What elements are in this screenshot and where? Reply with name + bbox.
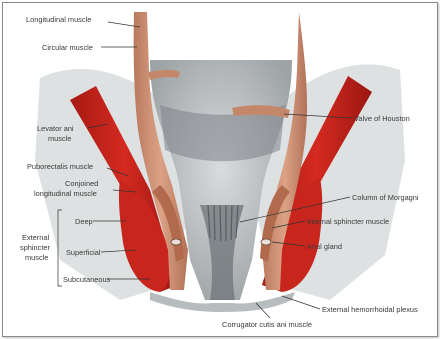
label-column-of-morgagni: Column of Morgagni bbox=[352, 193, 419, 202]
label-external: External bbox=[22, 233, 49, 242]
label-longitudinal-muscle: Longitudinal muscle bbox=[26, 15, 91, 24]
label-conjoined: Conjoined bbox=[65, 179, 98, 188]
label-conjoined-2: longitudinal muscle bbox=[34, 189, 97, 198]
label-puborectalis: Puborectalis muscle bbox=[27, 162, 93, 171]
label-circular-muscle: Circular muscle bbox=[42, 43, 93, 52]
label-levator-ani-2: muscle bbox=[48, 134, 71, 143]
label-corrugator: Corrugator cutis ani muscle bbox=[222, 320, 312, 329]
label-superficial: Superficial bbox=[66, 248, 101, 257]
right-anal-gland bbox=[261, 239, 271, 245]
label-external-3: muscle bbox=[25, 253, 48, 262]
label-valve-of-houston: Valve of Houston bbox=[354, 114, 410, 123]
left-anal-gland bbox=[171, 239, 181, 245]
label-deep: Deep bbox=[75, 217, 93, 226]
label-internal-sphincter: Internal sphincter muscle bbox=[307, 217, 389, 226]
label-levator-ani: Levator ani bbox=[37, 124, 74, 133]
label-external-2: sphincter bbox=[20, 243, 51, 252]
label-anal-gland: Anal gland bbox=[307, 242, 342, 251]
label-external-hemorrhoidal: External hemorrhoidal plexus bbox=[322, 305, 418, 314]
label-subcutaneous: Subcutaneous bbox=[63, 275, 111, 284]
